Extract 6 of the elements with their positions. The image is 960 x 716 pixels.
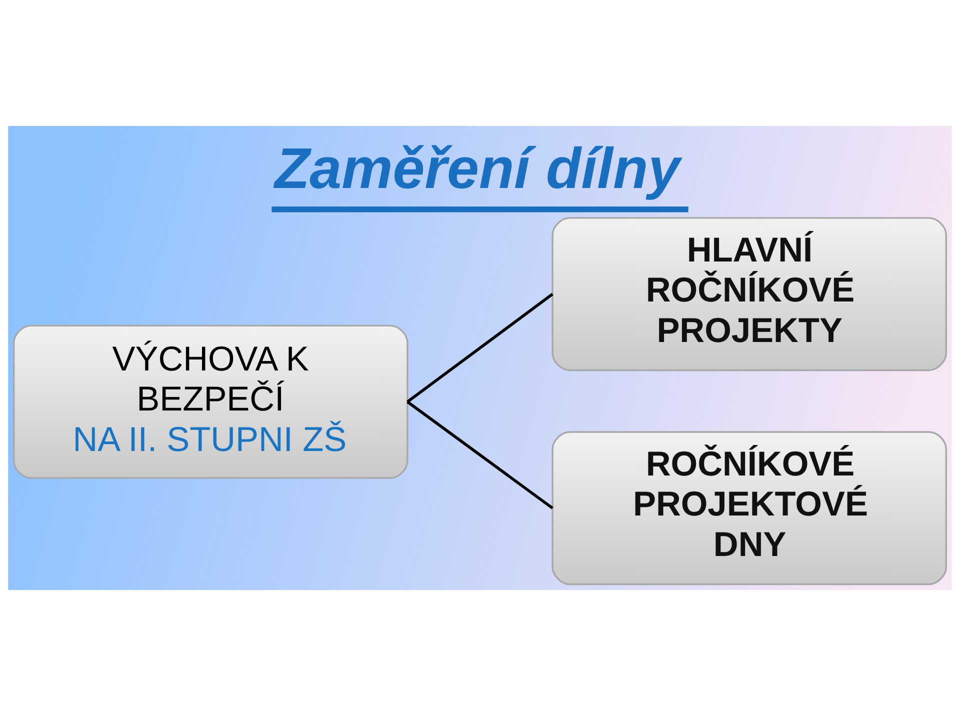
diagram-title: Zaměření dílny [274, 136, 680, 201]
node-box: ROČNÍKOVÉ PROJEKTOVÉ DNY [552, 431, 948, 586]
connector [406, 400, 554, 510]
connector [406, 292, 554, 403]
node-box: VÝCHOVA K BEZPEČÍ NA II. STUPNI ZŠ [12, 324, 408, 479]
node-box: HLAVNÍ ROČNÍKOVÉ PROJEKTY [552, 217, 948, 372]
